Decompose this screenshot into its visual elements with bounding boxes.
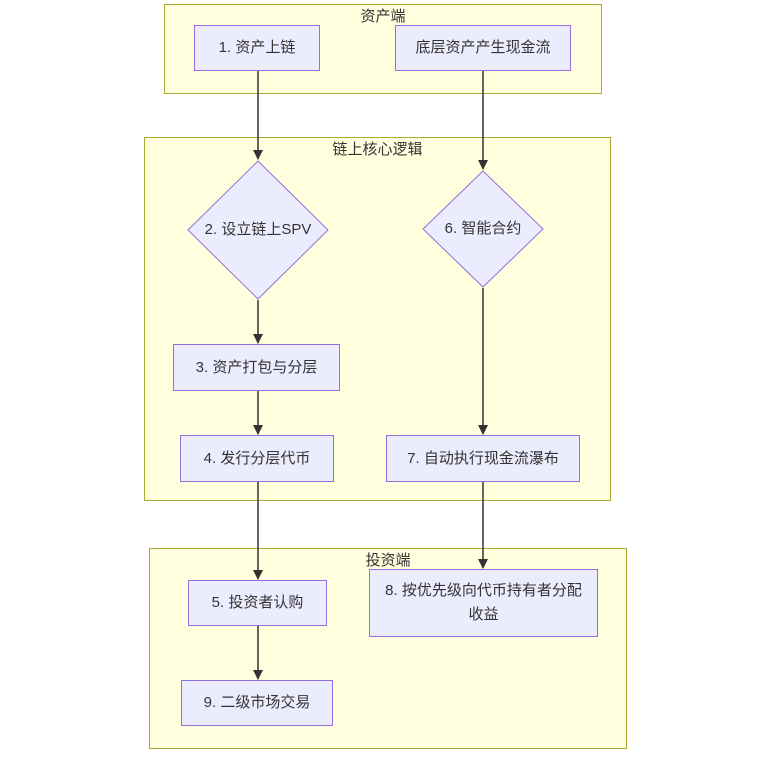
node-secondary-market: 9. 二级市场交易 bbox=[181, 680, 333, 726]
node-auto-cashflow-waterfall: 7. 自动执行现金流瀑布 bbox=[386, 435, 580, 482]
node-asset-onchain-label: 1. 资产上链 bbox=[218, 39, 296, 56]
node-package-and-tranche-label: 3. 资产打包与分层 bbox=[195, 358, 318, 376]
diamond-shape bbox=[187, 160, 329, 300]
subgraph-asset-label: 资产端 bbox=[360, 8, 406, 25]
node-investor-subscription: 5. 投资者认购 bbox=[188, 580, 327, 626]
node-asset-onchain: 1. 资产上链 bbox=[194, 25, 320, 71]
node-distribute-by-priority: 8. 按优先级向代币持有者分配收益 bbox=[369, 569, 598, 637]
node-underlying-cashflow-label: 底层资产产生现金流 bbox=[415, 39, 551, 56]
diamond-shape bbox=[422, 170, 544, 288]
subgraph-core-label: 链上核心逻辑 bbox=[332, 141, 423, 158]
node-secondary-market-label: 9. 二级市场交易 bbox=[203, 694, 311, 711]
subgraph-invest-label: 投资端 bbox=[365, 552, 411, 569]
node-package-and-tranche: 3. 资产打包与分层 bbox=[173, 344, 340, 391]
node-distribute-by-priority-label: 8. 按优先级向代币持有者分配收益 bbox=[385, 582, 582, 623]
node-smart-contract: 6. 智能合约 bbox=[422, 170, 544, 288]
node-issue-tranche-tokens: 4. 发行分层代币 bbox=[180, 435, 334, 482]
node-auto-cashflow-waterfall-label: 7. 自动执行现金流瀑布 bbox=[407, 449, 559, 467]
node-investor-subscription-label: 5. 投资者认购 bbox=[211, 594, 304, 611]
node-setup-spv: 2. 设立链上SPV bbox=[187, 160, 329, 300]
node-setup-spv-label: 2. 设立链上SPV bbox=[204, 221, 312, 238]
node-smart-contract-label: 6. 智能合约 bbox=[444, 220, 522, 237]
node-underlying-cashflow: 底层资产产生现金流 bbox=[395, 25, 571, 71]
node-issue-tranche-tokens-label: 4. 发行分层代币 bbox=[203, 449, 311, 467]
